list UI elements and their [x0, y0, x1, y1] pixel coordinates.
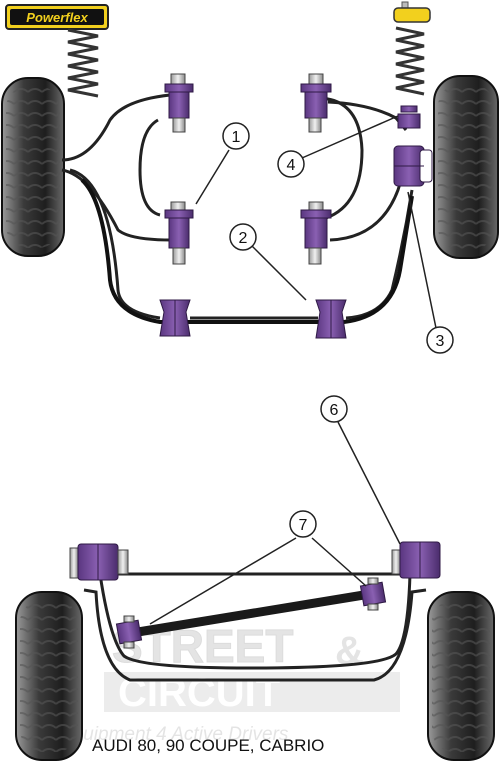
front-left-wheel — [1, 77, 65, 257]
large-bush-item-3 — [393, 145, 433, 187]
front-right-upper-bush — [300, 73, 332, 133]
callout-6: 6 — [320, 395, 348, 423]
rear-right-axle-bush — [391, 541, 441, 579]
callout-3-number: 3 — [436, 333, 445, 350]
callout-4: 4 — [277, 150, 305, 178]
rear-suspension — [15, 421, 495, 761]
top-mount-yellow — [393, 1, 431, 23]
street-and-circuit-watermark: STREET & CIRCUIT Equipment 4 Active Driv… — [60, 620, 400, 745]
callout-6-number: 6 — [330, 402, 339, 419]
front-left-lower-bush — [164, 201, 194, 265]
callout-1-number: 1 — [232, 129, 241, 146]
small-bush-item-4 — [397, 105, 421, 129]
rear-right-wheel — [427, 591, 495, 761]
logo-text: Powerflex — [26, 10, 88, 25]
callout-4-number: 4 — [287, 157, 296, 174]
anti-roll-bar-bush-left — [159, 299, 191, 337]
callout-7-number: 7 — [299, 517, 308, 534]
left-coil-spring — [67, 28, 99, 98]
callout-2: 2 — [229, 223, 257, 251]
vehicle-caption: AUDI 80, 90 COUPE, CABRIO — [92, 736, 325, 755]
panhard-rod-bush-left — [115, 615, 143, 649]
rear-leader-lines — [149, 421, 401, 625]
front-anti-roll-bar — [80, 178, 414, 324]
right-coil-spring — [395, 26, 425, 96]
watermark-circuit-text: CIRCUIT — [118, 671, 280, 715]
callout-3: 3 — [426, 326, 454, 354]
panhard-rod-bush-right — [359, 577, 387, 611]
rear-left-axle-bush — [69, 543, 129, 581]
front-leader-lines — [195, 115, 437, 329]
callout-7: 7 — [289, 510, 317, 538]
front-wishbone-lines — [61, 93, 414, 320]
front-suspension — [1, 1, 499, 339]
powerflex-logo: Powerflex — [5, 4, 109, 30]
watermark-tagline: Equipment 4 Active Drivers — [60, 724, 289, 745]
rear-left-wheel — [15, 591, 83, 761]
front-right-lower-bush — [300, 201, 332, 265]
panhard-rod — [115, 577, 387, 649]
anti-roll-bar-bush-right — [315, 299, 347, 339]
front-left-upper-bush — [164, 73, 194, 133]
callout-2-number: 2 — [239, 230, 248, 247]
front-right-wheel — [433, 75, 499, 259]
callout-1: 1 — [222, 122, 250, 150]
